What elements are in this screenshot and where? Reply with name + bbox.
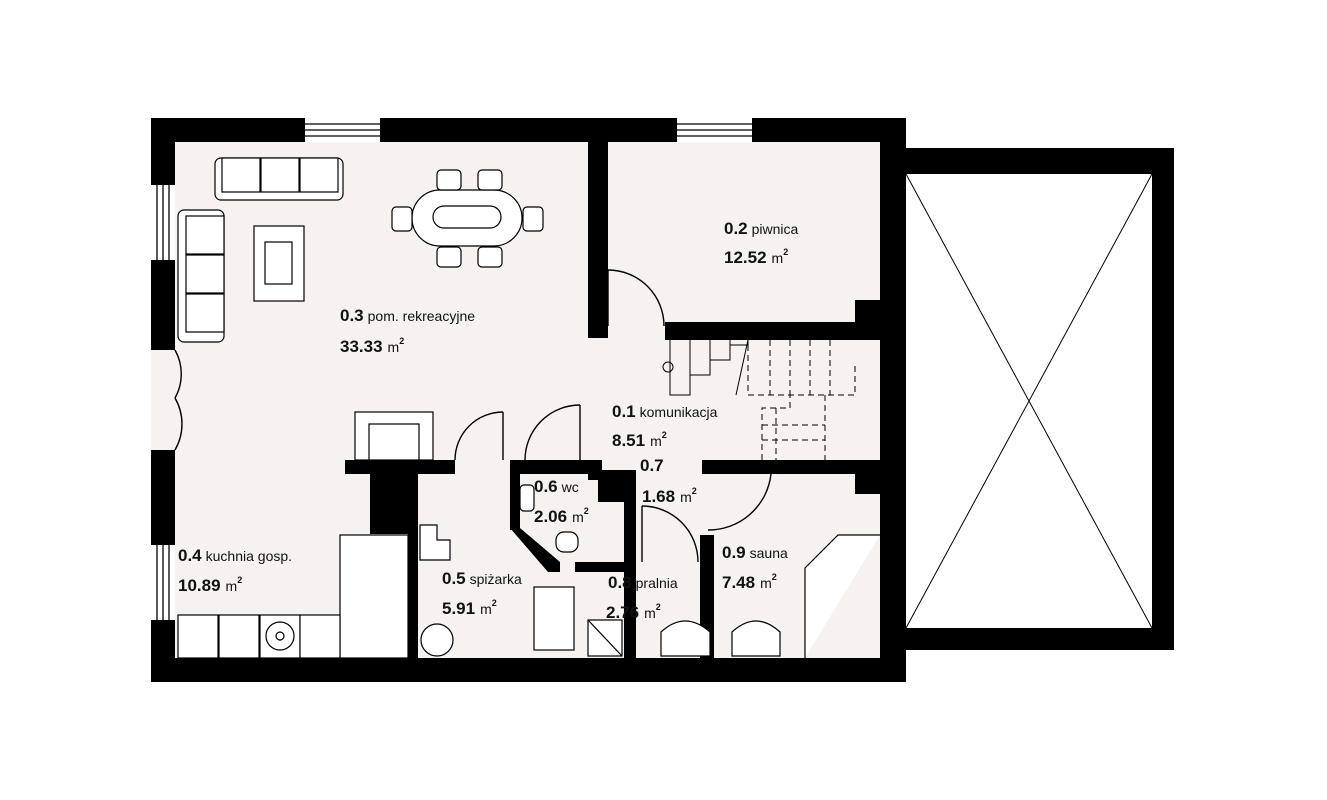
- room-label-r07: 0.7: [640, 456, 664, 475]
- garage: [905, 148, 1174, 650]
- dining-table: [391, 169, 544, 268]
- interior-doors[interactable]: [454, 269, 772, 563]
- sofa-left: [177, 209, 225, 343]
- coffee-table: [253, 225, 305, 302]
- laundry-fixtures: [587, 534, 880, 658]
- windows: [151, 118, 752, 620]
- fireplace: [354, 411, 434, 461]
- wc-diagonal-wall: [510, 528, 560, 572]
- wc-fixtures: [519, 484, 579, 553]
- kitchen-units: [177, 534, 409, 659]
- entrance-door[interactable]: [174, 349, 183, 451]
- staircase: [662, 339, 856, 460]
- entrance-opening: [151, 350, 175, 450]
- sofa-top: [214, 157, 344, 201]
- pantry-items: [419, 524, 575, 657]
